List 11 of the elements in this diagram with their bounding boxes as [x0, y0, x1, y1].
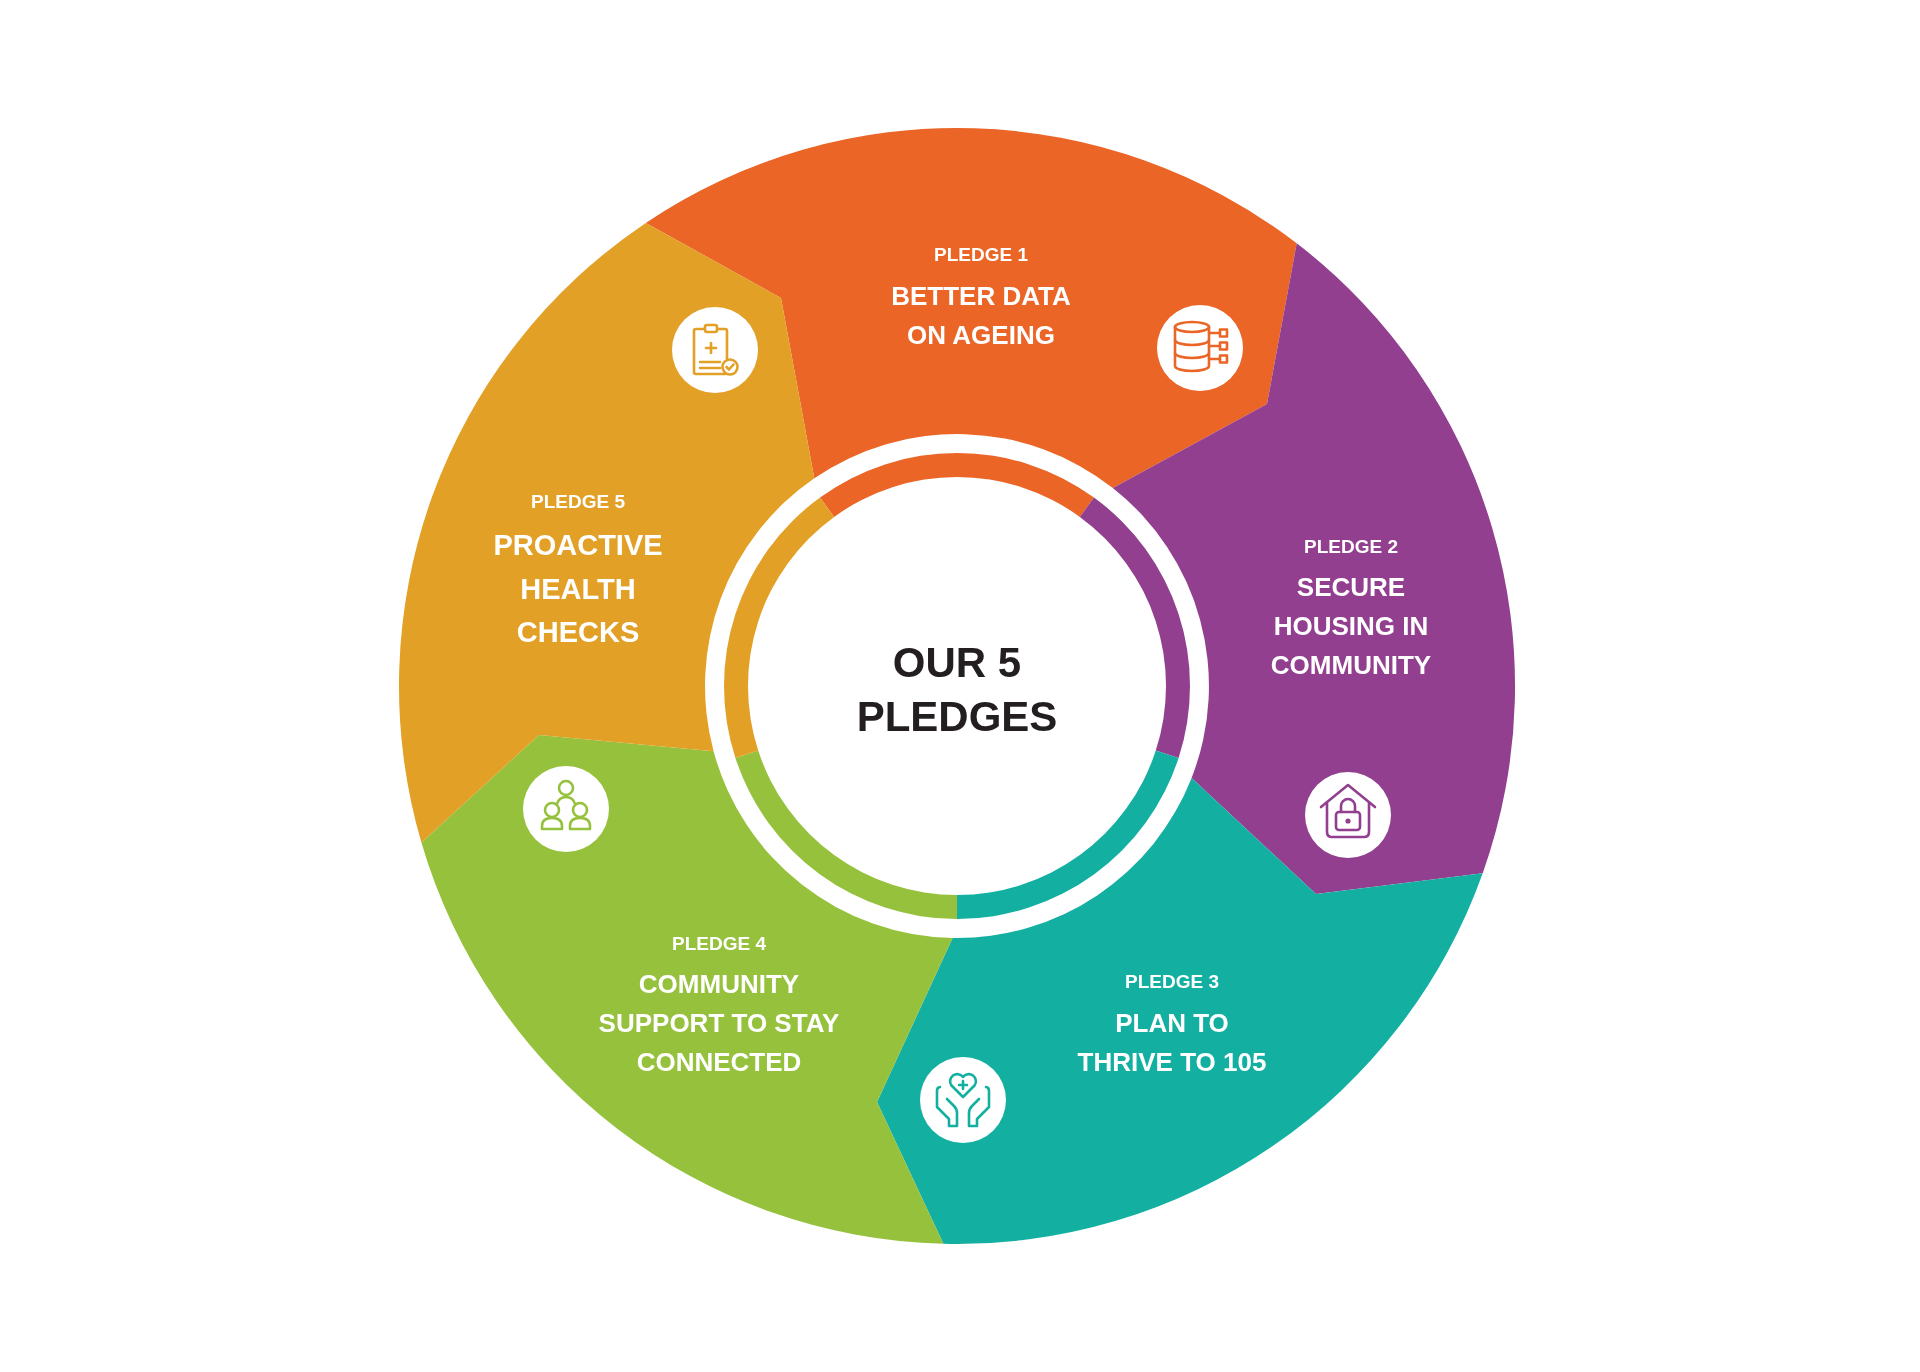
pledge-number: PLEDGE 4	[671, 932, 767, 956]
pledge-number: PLEDGE 2	[1303, 535, 1399, 559]
pledge-number: PLEDGE 3	[1124, 970, 1220, 994]
pledge-number: PLEDGE 1	[933, 243, 1029, 267]
pledge-title: COMMUNITY SUPPORT TO STAY CONNECTED	[597, 968, 841, 1079]
pledge-title: SECURE HOUSING IN COMMUNITY	[1269, 571, 1433, 682]
pledge-number: PLEDGE 5	[530, 490, 626, 514]
pledge-title: BETTER DATA ON AGEING	[890, 280, 1072, 352]
hub-title: OUR 5 PLEDGES	[855, 638, 1059, 742]
pledge-title: PLAN TO THRIVE TO 105	[1076, 1007, 1268, 1079]
pledge-title: PROACTIVE HEALTH CHECKS	[492, 528, 664, 650]
